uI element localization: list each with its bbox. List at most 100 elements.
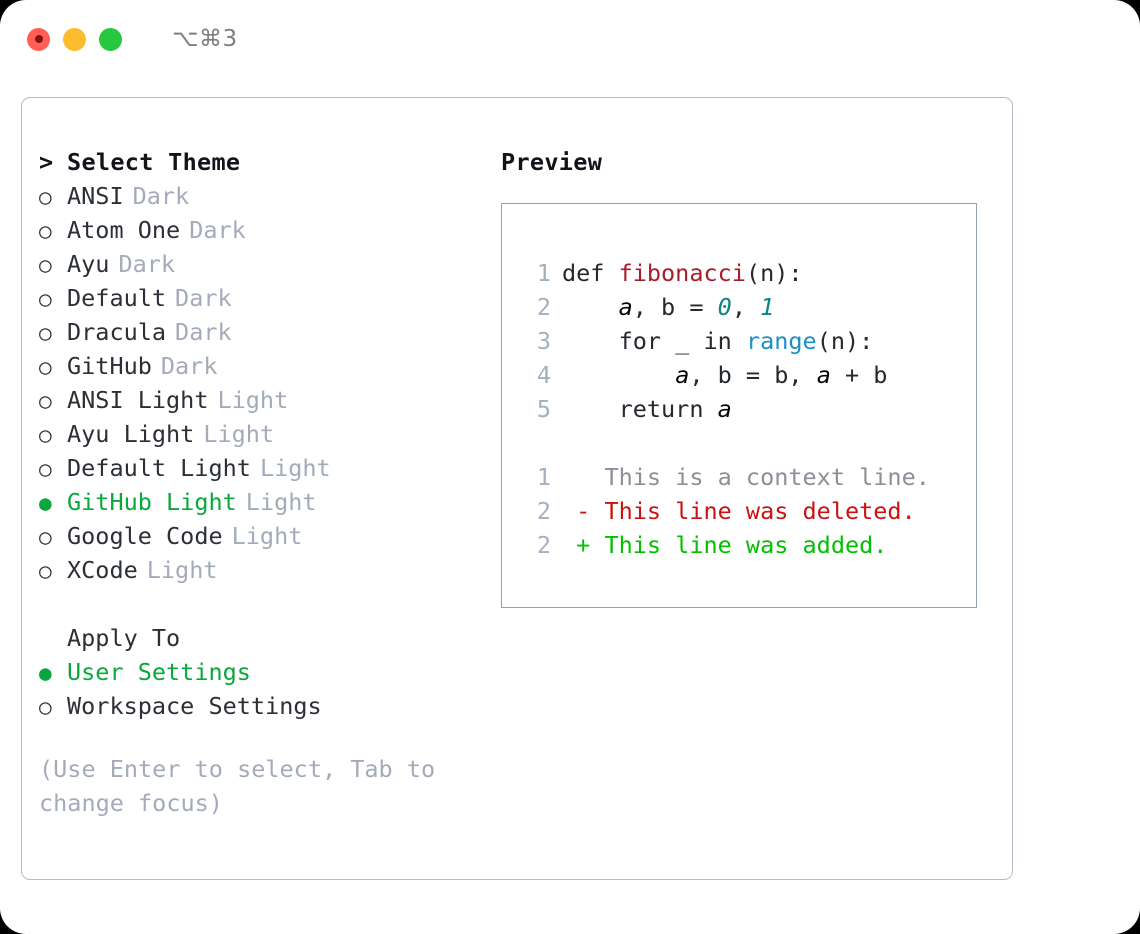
code-token: , xyxy=(632,293,662,321)
prompt-caret-icon: > xyxy=(39,148,54,176)
theme-list-item[interactable]: ○ GitHub Dark xyxy=(39,352,479,386)
code-token: b xyxy=(661,293,676,321)
diff-line-content: + This line was added. xyxy=(562,528,887,562)
code-token: , b = b, xyxy=(689,361,817,389)
preview-title: Preview xyxy=(501,148,603,176)
maximize-button[interactable] xyxy=(99,27,122,51)
radio-unselected-icon[interactable]: ○ xyxy=(39,253,52,277)
list-spacer xyxy=(39,590,479,624)
line-number: 2 xyxy=(536,531,551,559)
code-token: a xyxy=(618,293,633,321)
apply-to-label: User Settings xyxy=(67,658,251,686)
diff-line: 2 + This line was added. xyxy=(521,528,976,562)
minimize-button[interactable] xyxy=(63,27,86,51)
radio-unselected-icon[interactable]: ○ xyxy=(39,559,52,583)
line-number: 3 xyxy=(536,327,551,355)
diff-text: This line was added. xyxy=(604,531,888,559)
apply-to-item[interactable]: ○Workspace Settings xyxy=(39,692,479,726)
code-diff-spacer xyxy=(521,426,976,460)
code-token: 1 xyxy=(760,293,775,321)
theme-category-tag: Dark xyxy=(175,284,232,312)
theme-name: Google Code xyxy=(67,522,223,550)
diff-line-content: - This line was deleted. xyxy=(562,494,916,528)
radio-unselected-icon[interactable]: ○ xyxy=(39,219,52,243)
theme-list-item[interactable]: ○ Atom One Dark xyxy=(39,216,479,250)
radio-unselected-icon[interactable]: ○ xyxy=(39,389,52,413)
radio-unselected-icon[interactable]: ○ xyxy=(39,321,52,345)
line-number: 1 xyxy=(536,259,551,287)
code-token: + b xyxy=(830,361,888,389)
theme-category-tag: Dark xyxy=(189,216,246,244)
diff-sign xyxy=(562,463,604,491)
radio-selected-icon[interactable]: ● xyxy=(39,491,52,515)
code-line: 3 for _ in range(n): xyxy=(521,324,976,358)
code-token: return xyxy=(562,395,718,423)
line-number: 1 xyxy=(536,463,551,491)
theme-name: Default xyxy=(67,284,167,312)
theme-name: GitHub xyxy=(67,352,152,380)
theme-category-tag: Dark xyxy=(132,182,190,210)
code-token: fibonacci xyxy=(618,259,746,287)
theme-name: Ayu xyxy=(67,250,110,278)
diff-sign: + xyxy=(562,531,605,559)
code-line: 2 a, b = 0, 1 xyxy=(521,290,976,324)
code-line: 1 def fibonacci(n): xyxy=(521,256,976,290)
diff-line-content: This is a context line. xyxy=(562,460,930,494)
theme-category-tag: Light xyxy=(259,454,331,482)
diff-text: This is a context line. xyxy=(604,463,930,491)
code-line-content: def fibonacci(n): xyxy=(562,256,803,290)
radio-unselected-icon[interactable]: ○ xyxy=(39,355,52,379)
theme-category-tag: Light xyxy=(217,386,289,414)
line-number: 4 xyxy=(536,361,551,389)
radio-unselected-icon[interactable]: ○ xyxy=(39,695,52,719)
code-token xyxy=(562,293,619,321)
theme-name: Atom One xyxy=(67,216,181,244)
keyboard-shortcut-label: ⌥⌘3 xyxy=(172,26,238,52)
code-line: 5 return a xyxy=(521,392,976,426)
theme-list-item[interactable]: ○ ANSI Light Light xyxy=(39,386,479,420)
radio-unselected-icon[interactable]: ○ xyxy=(39,457,52,481)
radio-selected-icon[interactable]: ● xyxy=(39,661,52,685)
radio-unselected-icon[interactable]: ○ xyxy=(39,525,52,549)
code-token: = xyxy=(675,293,718,321)
code-token: a xyxy=(816,361,831,389)
theme-list-item[interactable]: ○ Default Dark xyxy=(39,284,479,318)
code-token: range xyxy=(745,327,817,355)
traffic-light-controls xyxy=(27,27,122,51)
theme-list-item[interactable]: ○ Google Code Light xyxy=(39,522,479,556)
theme-name: ANSI Light xyxy=(67,386,209,414)
code-line-content: a, b = 0, 1 xyxy=(562,290,775,324)
theme-name: Ayu Light xyxy=(67,420,195,448)
theme-category-tag: Dark xyxy=(160,352,218,380)
line-number: 2 xyxy=(536,497,551,525)
code-token xyxy=(562,361,675,389)
apply-to-item[interactable]: ● User Settings xyxy=(39,658,479,692)
diff-line: 1 This is a context line. xyxy=(521,460,976,494)
radio-unselected-icon[interactable]: ○ xyxy=(39,423,52,447)
theme-name: XCode xyxy=(67,556,138,584)
select-theme-header: > Select Theme xyxy=(39,148,479,182)
radio-unselected-icon[interactable]: ○ xyxy=(39,287,52,311)
close-button[interactable] xyxy=(27,27,50,51)
code-token: (n): xyxy=(816,327,874,355)
radio-unselected-icon[interactable]: ○ xyxy=(39,185,52,209)
code-line: 4 a, b = b, a + b xyxy=(521,358,976,392)
theme-category-tag: Light xyxy=(231,522,303,550)
code-token: a xyxy=(675,361,690,389)
line-number: 2 xyxy=(536,293,551,321)
diff-sign: - xyxy=(562,497,605,525)
diff-text: This line was deleted. xyxy=(604,497,916,525)
